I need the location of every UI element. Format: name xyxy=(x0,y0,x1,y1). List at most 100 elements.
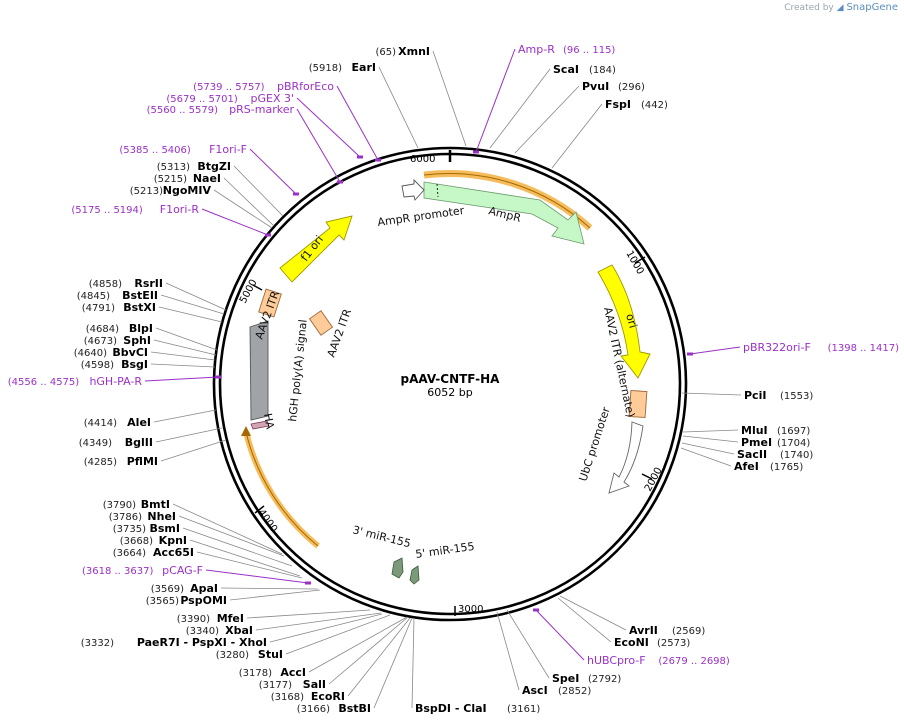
primer-leader-6 xyxy=(249,148,297,195)
primer-label-2: hUBCpro-F xyxy=(587,654,646,667)
site-leader-34 xyxy=(153,339,217,356)
primer-mark-0 xyxy=(473,150,479,154)
snapgene-logo-icon: ◢ xyxy=(836,3,844,13)
site-label-10: EcoNI xyxy=(614,636,649,649)
primer-label-7: pRS-marker xyxy=(229,103,294,116)
site-leader-23 xyxy=(220,587,319,590)
site-leader-35 xyxy=(155,327,218,351)
site-leader-8 xyxy=(680,447,732,467)
primer-leader-5 xyxy=(201,208,269,236)
primer-pos-6: (5385 .. 5406) xyxy=(119,145,191,156)
site-pos-0: (65) xyxy=(375,47,396,58)
site-leader-9 xyxy=(559,595,627,631)
site-label-27: NheI xyxy=(147,510,176,523)
site-leader-2 xyxy=(514,85,580,154)
site-leader-31 xyxy=(153,409,217,423)
credit-brand: SnapGene xyxy=(846,2,898,13)
site-pos-21: (3390) xyxy=(177,614,210,625)
site-label-33: BbvCI xyxy=(112,346,148,359)
site-pos-38: (4858) xyxy=(89,279,122,290)
site-pos-26: (3735) xyxy=(113,524,146,535)
site-label-4: PciI xyxy=(744,389,766,402)
primer-mark-6 xyxy=(293,192,299,196)
site-pos-1: (184) xyxy=(589,65,616,76)
site-pos-28: (3790) xyxy=(103,500,136,511)
site-label-20: XbaI xyxy=(225,624,253,637)
site-label-24: Acc65I xyxy=(153,546,194,559)
tick-5000: 5000 xyxy=(238,278,260,306)
site-pos-19: (3332) xyxy=(81,638,114,649)
site-label-12: AscI xyxy=(522,684,548,697)
site-pos-37: (4845) xyxy=(77,291,110,302)
site-label-38: RsrII xyxy=(134,277,163,290)
feature-lower-left-highlight xyxy=(241,426,320,549)
primer-leader-3 xyxy=(205,569,309,584)
feature-ampr xyxy=(423,181,585,245)
site-pos-18: (3280) xyxy=(216,650,249,661)
site-pos-30: (4349) xyxy=(79,438,112,449)
site-pos-11: (2792) xyxy=(588,674,621,685)
primer-leader-0 xyxy=(475,48,516,153)
label-aav2-itr-inner: AAV2 ITR xyxy=(325,307,355,359)
site-leader-10 xyxy=(557,597,612,643)
site-label-30: BglII xyxy=(125,436,153,449)
site-label-3: FspI xyxy=(605,98,631,111)
credit-prefix: Created by xyxy=(784,3,834,13)
primer-leader-1 xyxy=(689,346,741,355)
primer-pos-9: (5739 .. 5757) xyxy=(193,82,265,93)
site-label-40: NaeI xyxy=(193,172,221,185)
site-label-41: BtgZI xyxy=(197,160,231,173)
site-label-2: PvuI xyxy=(582,80,609,93)
primer-mark-9 xyxy=(375,158,381,162)
site-label-39: NgoMIV xyxy=(163,184,212,197)
site-label-35: BlpI xyxy=(129,322,153,335)
site-pos-10: (2573) xyxy=(657,638,690,649)
ring-ticks xyxy=(252,150,653,616)
site-label-11: SpeI xyxy=(552,672,579,685)
annotation-labels: XmnI(65)ScaI(184)PvuI(296)FspI(442)PciI(… xyxy=(8,43,899,715)
site-label-7: SacII xyxy=(737,448,767,461)
site-label-25: KpnI xyxy=(159,534,187,547)
feature-ampr-highlight xyxy=(423,170,593,231)
site-leader-29 xyxy=(160,439,227,462)
site-leader-41 xyxy=(233,165,284,217)
site-pos-16: (3177) xyxy=(259,680,292,691)
site-pos-27: (3786) xyxy=(109,512,142,523)
primer-label-5: F1ori-R xyxy=(160,203,200,216)
site-label-29: PflMI xyxy=(127,455,158,468)
feature-aav2-itr-right xyxy=(628,389,648,419)
label-ampr-promoter: AmpR promoter xyxy=(377,204,466,229)
primer-mark-3 xyxy=(305,581,311,585)
site-leader-38 xyxy=(165,282,227,311)
feature-aav2-itr-inner xyxy=(308,310,334,336)
primer-label-1: pBR322ori-F xyxy=(743,341,811,354)
site-pos-34: (4673) xyxy=(84,336,117,347)
site-pos-23: (3569) xyxy=(151,584,184,595)
site-label-14: BstBI xyxy=(338,702,371,715)
site-label-16: SalI xyxy=(303,678,326,691)
site-label-34: SphI xyxy=(123,334,151,347)
site-pos-17: (3178) xyxy=(239,668,272,679)
site-leader-7 xyxy=(681,442,735,455)
site-label-22: PspOMI xyxy=(180,594,227,607)
site-label-36: BstXI xyxy=(123,301,156,314)
site-leader-5 xyxy=(682,429,739,433)
site-leader-22 xyxy=(229,589,321,601)
primer-pos-2: (2679 .. 2698) xyxy=(658,656,730,667)
site-leader-39 xyxy=(213,189,273,229)
site-pos-33: (4640) xyxy=(74,348,107,359)
site-leader-17 xyxy=(308,616,408,673)
site-leader-24 xyxy=(196,551,303,579)
site-pos-35: (4684) xyxy=(86,324,119,335)
site-pos-13: (3161) xyxy=(507,704,540,715)
primer-mark-7 xyxy=(337,180,343,184)
site-pos-15: (3168) xyxy=(271,692,304,703)
label-mir155-5: 5' miR-155 xyxy=(415,540,476,561)
site-pos-22: (3565) xyxy=(146,596,179,607)
site-pos-32: (4598) xyxy=(81,360,114,371)
site-pos-3: (442) xyxy=(641,100,668,111)
primer-label-9: pBRforEco xyxy=(277,80,334,93)
feature-ha xyxy=(250,420,270,430)
site-pos-2: (296) xyxy=(618,82,645,93)
